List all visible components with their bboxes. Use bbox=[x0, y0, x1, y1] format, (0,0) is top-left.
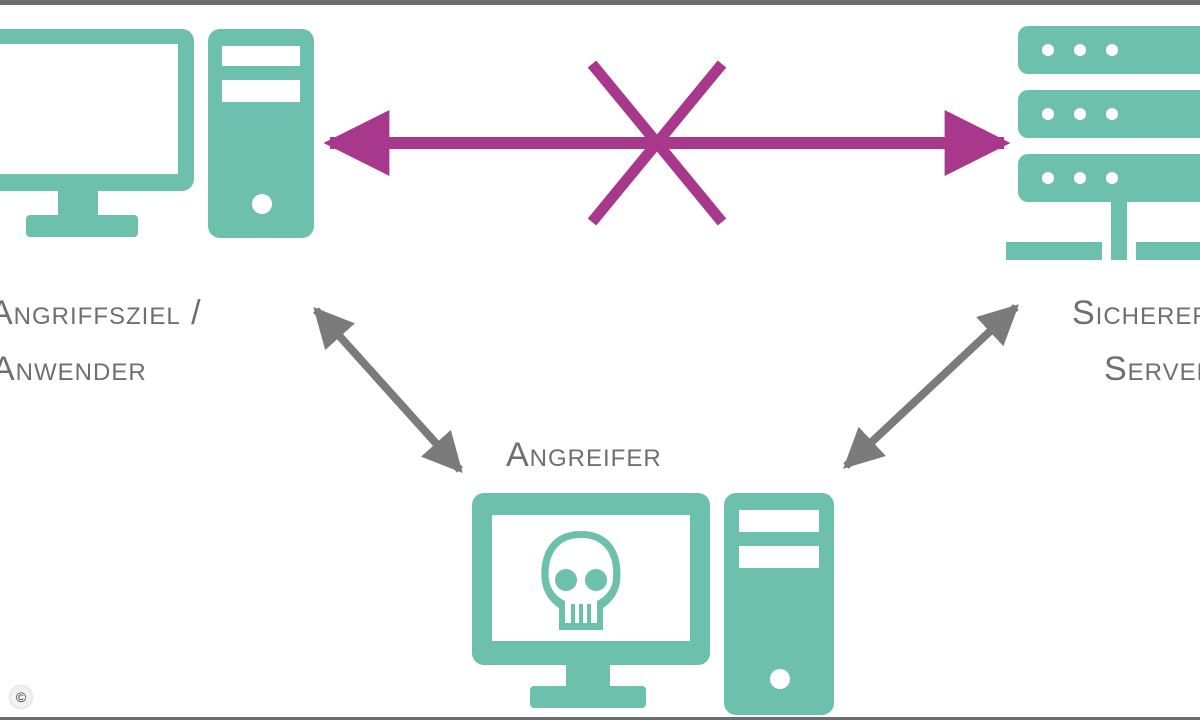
top-border bbox=[0, 0, 1200, 5]
server-label-line1: Sicherer bbox=[1072, 294, 1200, 332]
copyright-icon: © bbox=[10, 686, 32, 708]
attack-link-target bbox=[313, 307, 463, 473]
server-icon bbox=[1006, 26, 1200, 260]
target-label-line2: Anwender bbox=[0, 350, 147, 388]
skull-icon bbox=[541, 531, 621, 630]
server-label-line2: Server bbox=[1104, 350, 1200, 388]
attacker-label: Angreifer bbox=[506, 436, 662, 474]
attack-link-server bbox=[843, 304, 1019, 469]
bottom-border bbox=[0, 717, 1200, 720]
target-label-line1: Angriffsziel / bbox=[0, 294, 202, 332]
target-computer-icon bbox=[0, 29, 314, 238]
cross-icon bbox=[587, 60, 727, 226]
attacker-computer-icon bbox=[472, 493, 834, 715]
